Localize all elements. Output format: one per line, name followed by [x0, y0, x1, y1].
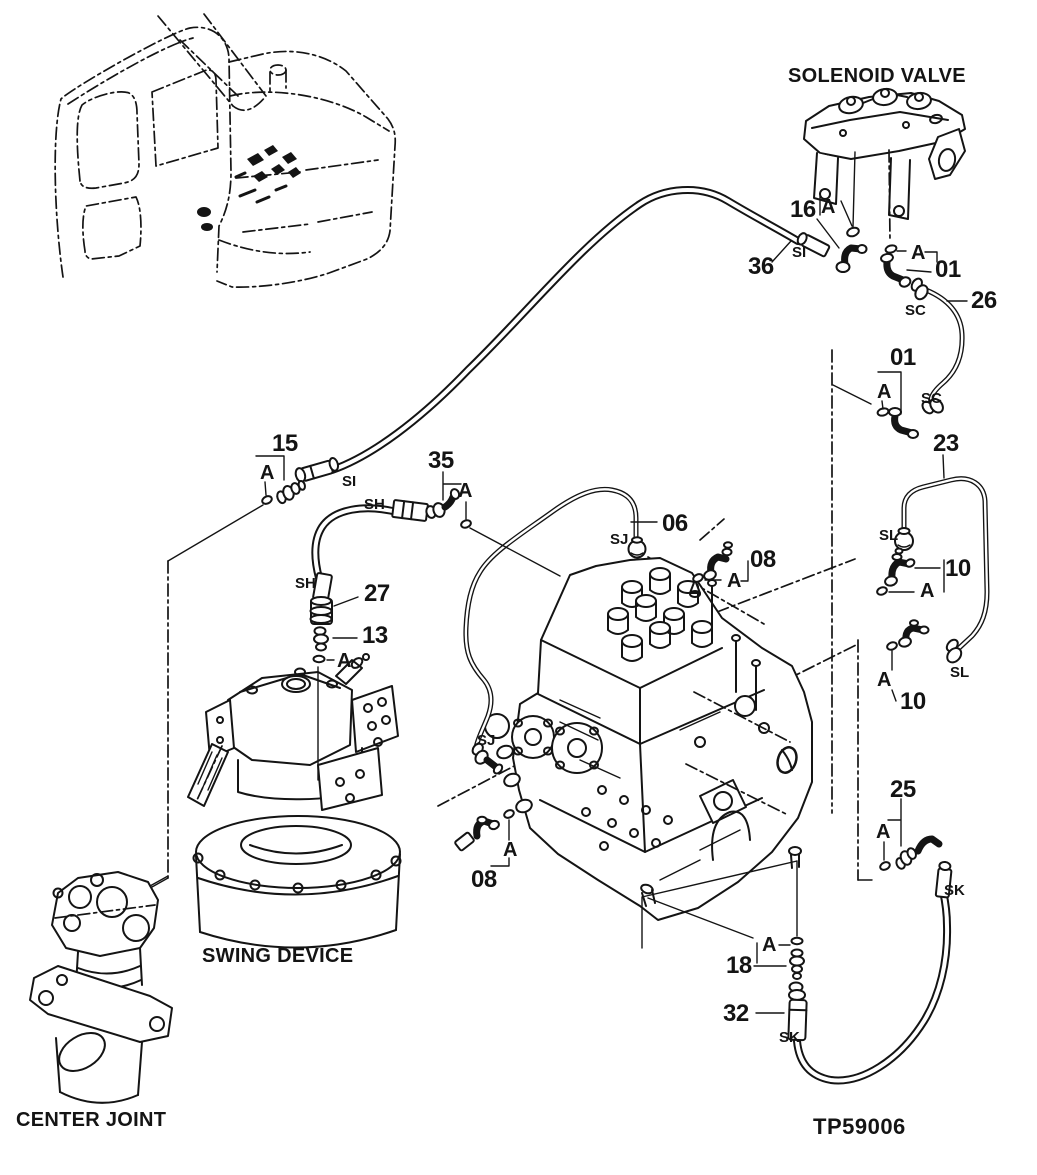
port-label-sj-a: SJ	[610, 531, 628, 548]
fitting-10-a	[884, 547, 916, 587]
part-callout-10-a: 10	[945, 555, 971, 582]
center-joint-illustration	[29, 871, 173, 1104]
o-ring-35	[460, 519, 472, 529]
part-callout-35: 35	[428, 447, 454, 474]
title-solenoid-valve: SOLENOID VALVE	[788, 65, 966, 87]
port-label-si-a: SI	[792, 244, 806, 261]
hose-36	[328, 186, 802, 474]
ref-letter-10-b: A	[877, 669, 891, 691]
port-label-sh-a: SH	[364, 496, 385, 513]
ref-letter-25: A	[876, 821, 890, 843]
fitting-16	[835, 244, 868, 273]
fitting-15	[276, 480, 306, 505]
part-callout-13: 13	[362, 622, 388, 649]
ref-letter-18: A	[762, 934, 776, 956]
fitting-18	[789, 948, 805, 980]
part-callout-27: 27	[364, 580, 390, 607]
fitting-13	[313, 626, 329, 652]
part-callout-01-a: 01	[935, 256, 961, 283]
part-callout-18: 18	[726, 952, 752, 979]
hose-end-si-b	[294, 457, 340, 483]
ref-letter-15: A	[260, 462, 274, 484]
port-label-sj-b: SJ	[477, 732, 495, 749]
o-ring-10-b	[886, 641, 898, 651]
part-callout-36: 36	[748, 253, 774, 280]
part-callout-08-b: 08	[471, 866, 497, 893]
hose-end-si-a	[796, 232, 831, 258]
pipe-nut-sc-a	[910, 277, 929, 301]
port-label-sh-b: SH	[295, 575, 316, 592]
o-ring-10-a	[876, 586, 888, 596]
port-label-sc-b: SC	[921, 390, 942, 407]
phantom-boundary-lines	[167, 349, 873, 881]
ref-letter-35: A	[458, 480, 472, 502]
part-callout-23: 23	[933, 430, 959, 457]
labels: SOLENOID VALVE SWING DEVICE CENTER JOINT…	[16, 65, 997, 1139]
pipe-end-sj-a	[627, 536, 647, 559]
part-callout-15: 15	[272, 430, 298, 457]
part-callout-10-b: 10	[900, 688, 926, 715]
excavator-overview-illustration	[54, 13, 397, 288]
pipe-23	[901, 476, 990, 652]
ref-letter-16: A	[821, 196, 835, 218]
leader-lines	[151, 195, 968, 1014]
hose-end-sh-a	[391, 499, 429, 522]
port-label-si-b: SI	[342, 473, 356, 490]
pipe-26	[923, 287, 965, 402]
part-callout-26: 26	[971, 287, 997, 314]
fitting-32	[787, 981, 808, 1042]
hose-end-sk-a	[934, 860, 953, 899]
ref-letter-08-b: A	[503, 839, 517, 861]
hose-sk	[793, 887, 952, 1085]
o-ring-18	[790, 936, 804, 946]
ref-letter-01-b: A	[877, 381, 891, 403]
solenoid-valve-illustration	[803, 87, 966, 242]
o-ring-08-b	[503, 809, 515, 819]
fittings	[261, 226, 963, 1042]
part-callout-32: 32	[723, 1000, 749, 1027]
port-label-sk-a: SK	[944, 882, 965, 899]
fitting-01-a	[880, 252, 912, 288]
ref-letter-08-a: A	[727, 570, 741, 592]
title-center-joint: CENTER JOINT	[16, 1109, 166, 1131]
control-valve-illustration	[484, 557, 813, 921]
o-ring-16	[846, 226, 860, 238]
part-callout-25: 25	[890, 776, 916, 803]
port-label-sc-a: SC	[905, 302, 926, 319]
ref-letter-13: A	[337, 650, 351, 672]
part-callout-08-a: 08	[750, 546, 776, 573]
fitting-10-b	[898, 619, 930, 648]
pipe-end-sl-a	[894, 527, 914, 551]
fitting-25	[895, 835, 943, 870]
port-label-sk-b: SK	[779, 1029, 800, 1046]
valve-location-marker	[197, 145, 301, 231]
port-label-sl-a: SL	[879, 527, 898, 544]
pipe-nut-sc-b	[921, 397, 944, 415]
o-ring-13	[312, 654, 326, 664]
drawing-number: TP59006	[813, 1114, 906, 1139]
o-ring-08-a	[692, 573, 704, 583]
o-ring-01-b	[876, 407, 890, 417]
title-swing-device: SWING DEVICE	[202, 945, 353, 967]
part-callout-01-b: 01	[890, 344, 916, 371]
port-label-sl-b: SL	[950, 664, 969, 681]
pipe-end-sj-b	[471, 742, 504, 775]
connector-27	[309, 596, 333, 625]
fitting-08-b	[454, 815, 500, 852]
o-ring-25	[879, 861, 891, 871]
part-callout-16: 16	[790, 196, 816, 223]
hose-sh	[311, 504, 401, 582]
part-callout-06: 06	[662, 510, 688, 537]
o-ring-01-a	[884, 244, 898, 254]
ref-letter-01-a: A	[911, 242, 925, 264]
fitting-08-a	[703, 541, 733, 581]
o-ring-15	[261, 495, 273, 505]
swing-device-illustration	[187, 653, 402, 949]
fitting-01-b	[888, 407, 919, 439]
pipe-06	[463, 486, 639, 751]
pipe-nut-sl-b	[945, 638, 963, 664]
ref-letter-10-a: A	[920, 580, 934, 602]
fitting-35	[425, 488, 461, 519]
